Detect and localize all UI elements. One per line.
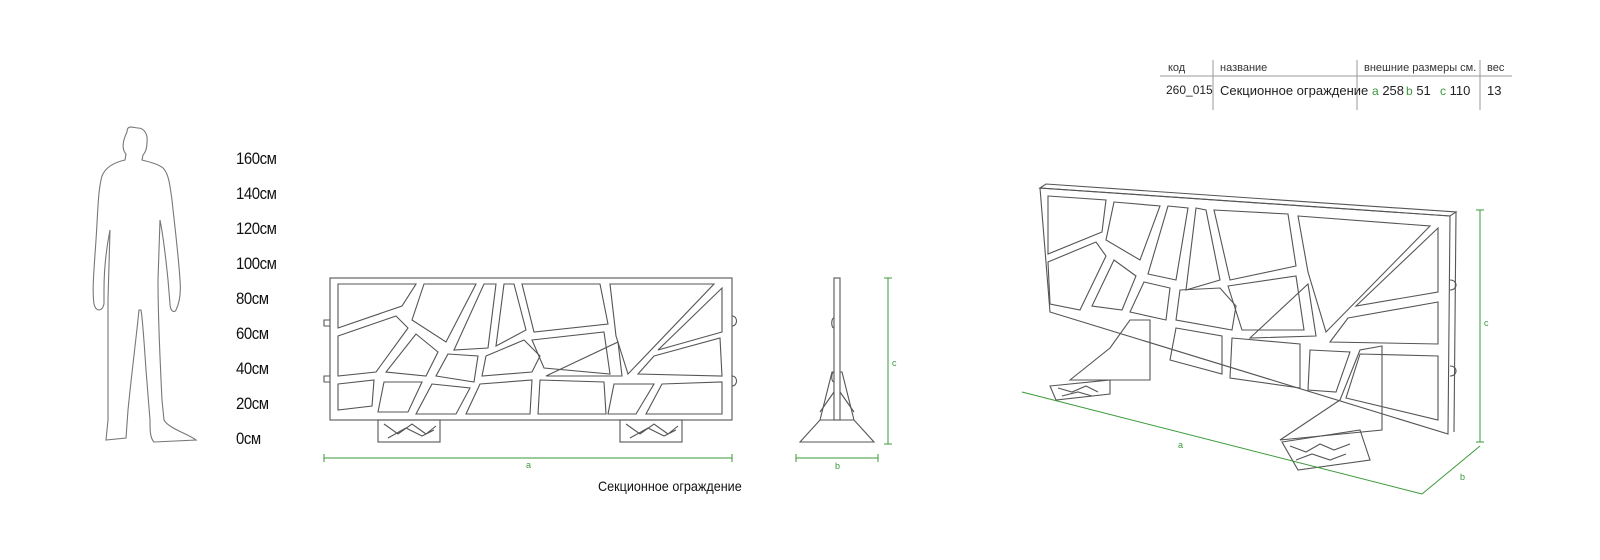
spec-table: код название внешние размеры см. вес 260… [1160, 58, 1512, 112]
scale-label: 40см [236, 359, 269, 378]
header-weight: вес [1487, 62, 1505, 74]
scale-label: 0см [236, 429, 261, 448]
cell-dim-c: c 110 [1440, 83, 1470, 98]
spec-table-grid [1160, 60, 1512, 110]
product-caption: Секционное ограждение [598, 478, 742, 494]
header-name: название [1220, 62, 1268, 74]
scale-label: 100см [236, 254, 277, 273]
scale-label: 60см [236, 324, 269, 343]
cell-dim-b: b 51 [1406, 83, 1431, 98]
cell-weight: 13 [1487, 83, 1502, 98]
scale-label: 20см [236, 394, 269, 413]
scale-label: 80см [236, 289, 269, 308]
dim-b-label: b [1406, 84, 1413, 98]
dim-c-label: c [1440, 84, 1446, 98]
scale-label: 140см [236, 184, 277, 203]
cell-dim-a: a 258 [1372, 83, 1404, 98]
persp-dim-b-label: b [1460, 472, 1466, 482]
fence-perspective-view [1021, 183, 1484, 495]
dim-a-label: a [1372, 84, 1379, 98]
cell-name: Секционное ограждение [1220, 83, 1369, 98]
header-dims: внешние размеры см. [1364, 62, 1477, 74]
header-code: код [1168, 62, 1186, 74]
dim-c-value: 110 [1449, 83, 1471, 98]
side-dim-c-label: c [892, 358, 897, 368]
persp-dim-a-label: a [1178, 440, 1184, 450]
cell-code: 260_015 [1166, 83, 1213, 97]
side-dim-b-label: b [835, 461, 841, 471]
front-dim-a-label: a [526, 460, 532, 470]
dim-a-value: 258 [1382, 83, 1405, 98]
fence-side-view [795, 277, 892, 462]
persp-dim-c-label: c [1484, 318, 1489, 328]
scale-label: 160см [236, 149, 277, 168]
dim-b-value: 51 [1416, 83, 1431, 98]
human-silhouette-icon [92, 126, 198, 443]
scale-label: 120см [236, 219, 277, 238]
fence-front-view [323, 277, 738, 462]
